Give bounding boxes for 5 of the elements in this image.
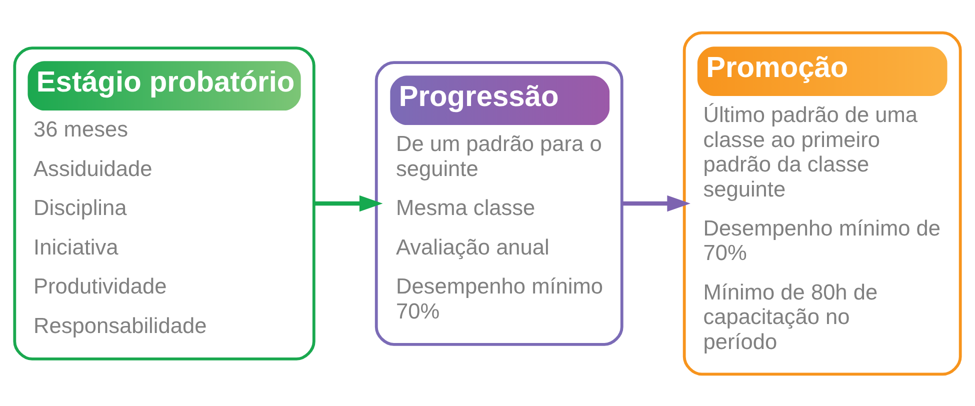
node-box: Estágio probatório 36 meses Assiduidade Disciplina Iniciativa Produtividade Responsabilidade [13, 46, 316, 360]
arrow [314, 194, 383, 212]
arrow [622, 194, 690, 212]
node-box: Promoção Último padrão de uma classe ao primeiro padrão da classe seguinte Desempenho mínimo de 70% Mínimo de 80h de capacitação no período [682, 30, 962, 376]
node-box: Progressão De um padrão para o seguinte Mesma classe Avaliação anual Desempenho mínimo 70% [374, 60, 624, 346]
